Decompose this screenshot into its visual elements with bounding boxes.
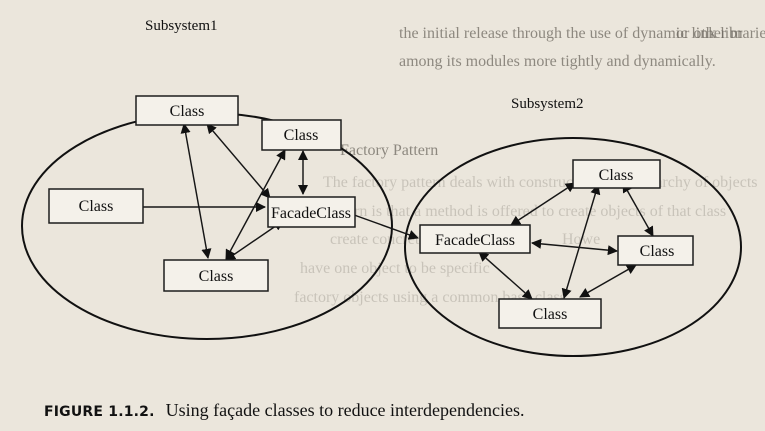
edge-s1-class-top-to-facade bbox=[206, 123, 271, 199]
facade-node-label: FacadeClass bbox=[435, 232, 515, 249]
subsystem1-label: Subsystem1 bbox=[145, 18, 218, 34]
background-text-line: pattern is that a method is offered to c… bbox=[323, 203, 726, 220]
subsystem2-nodes: Class FacadeClass Class Class bbox=[419, 159, 694, 329]
background-text-line: or other m bbox=[676, 25, 743, 42]
class-node-s1-right: Class bbox=[261, 119, 342, 151]
subsystem1-nodes: Class Class Class FacadeClass Class bbox=[48, 95, 356, 292]
background-text-line: The factory pattern deals with construct… bbox=[323, 174, 758, 191]
class-node-label: Class bbox=[284, 127, 319, 144]
class-node-label: Class bbox=[199, 268, 234, 285]
background-text-line: the initial release through the use of d… bbox=[399, 25, 765, 42]
facade-node-s2: FacadeClass bbox=[419, 224, 531, 254]
facade-node-s1: FacadeClass bbox=[267, 196, 356, 228]
background-text-line: have one object to be specific bbox=[300, 260, 490, 277]
class-node-s2-top: Class bbox=[572, 159, 661, 189]
subsystem2-label: Subsystem2 bbox=[511, 96, 584, 112]
figure-caption-text: Using façade classes to reduce interdepe… bbox=[165, 400, 525, 420]
class-node-label: Class bbox=[640, 243, 675, 260]
class-node-s1-bottom: Class bbox=[163, 259, 269, 292]
edge-s2-facade-to-right bbox=[530, 238, 619, 256]
facade-node-label: FacadeClass bbox=[271, 205, 351, 222]
class-node-label: Class bbox=[599, 167, 634, 184]
edge-s1-class-top-to-bottom bbox=[180, 123, 212, 259]
subsystem2-boundary bbox=[404, 137, 742, 357]
class-node-s1-left: Class bbox=[48, 188, 144, 224]
class-node-label: Class bbox=[533, 306, 568, 323]
background-text-line: Factory Pattern bbox=[340, 142, 438, 159]
edge-s2-facade-to-bottom bbox=[478, 251, 533, 300]
background-text-line: among its modules more tightly and dynam… bbox=[399, 53, 716, 70]
class-node-s2-bottom: Class bbox=[498, 298, 602, 329]
class-node-s2-right: Class bbox=[617, 235, 694, 266]
edge-s2-right-to-bottom bbox=[579, 264, 637, 298]
figure-caption: FIGURE 1.1.2. Using façade classes to re… bbox=[44, 398, 764, 424]
class-node-label: Class bbox=[170, 103, 205, 120]
class-node-s1-top: Class bbox=[135, 95, 239, 126]
class-node-label: Class bbox=[79, 198, 114, 215]
edge-s2-class-top-to-right bbox=[622, 182, 654, 237]
edge-layer bbox=[119, 123, 654, 300]
figure-label: FIGURE 1.1.2. bbox=[44, 404, 155, 420]
